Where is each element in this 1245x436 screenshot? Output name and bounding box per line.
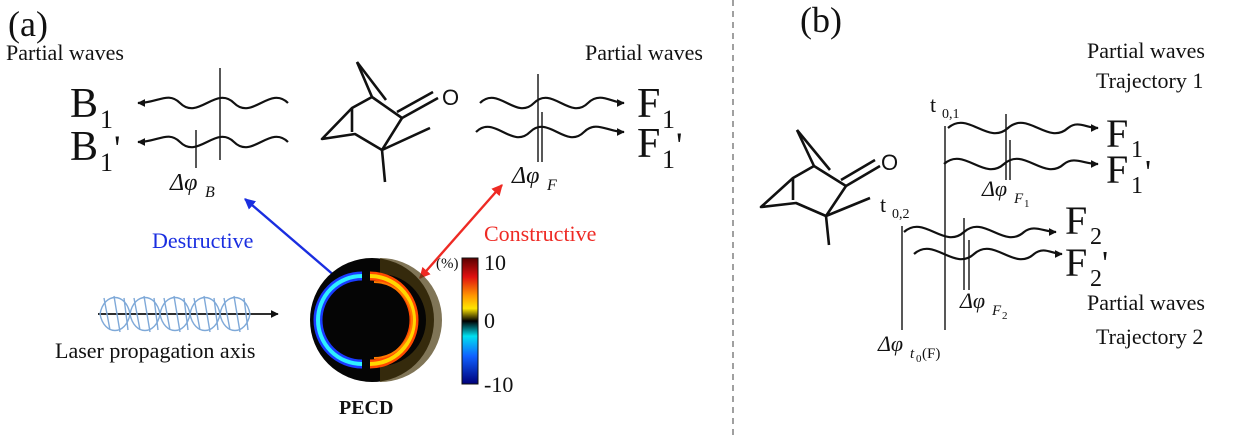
svg-text:F: F	[1106, 147, 1128, 192]
svg-text:1: 1	[100, 105, 113, 134]
colorbar-unit: (%)	[436, 256, 459, 272]
partial-waves-left-label: Partial waves	[6, 40, 124, 65]
molecule-camphor-b: O	[759, 129, 898, 246]
colorbar-tick-max: 10	[484, 250, 506, 275]
svg-text:t: t	[910, 346, 915, 362]
svg-text:1: 1	[1131, 173, 1143, 199]
colorbar-tick-zero: 0	[484, 308, 495, 333]
svg-text:': '	[1102, 245, 1108, 282]
svg-text:0: 0	[916, 353, 922, 365]
colorbar	[461, 257, 479, 385]
svg-text:F: F	[1065, 198, 1087, 243]
svg-text:t: t	[930, 92, 936, 117]
svg-text:1: 1	[1131, 137, 1143, 163]
wave-label-f1: F 1	[637, 81, 675, 134]
label-b-f2: F 2	[1065, 198, 1102, 250]
panel-a-label: (a)	[8, 4, 48, 44]
constructive-label: Constructive	[484, 221, 596, 246]
pecd-image	[310, 258, 442, 382]
svg-text:Δφ: Δφ	[959, 288, 985, 313]
delta-phi-b-label: Δφ B	[169, 170, 215, 201]
svg-text:t: t	[880, 192, 886, 217]
label-b-f1-prime: F 1 '	[1106, 147, 1151, 199]
pecd-label: PECD	[339, 397, 393, 419]
destructive-arrow	[244, 198, 344, 284]
svg-text:': '	[676, 125, 683, 165]
svg-text:F: F	[1065, 240, 1087, 285]
colorbar-tick-min: -10	[484, 372, 513, 397]
svg-text:B: B	[70, 124, 98, 170]
svg-text:0,2: 0,2	[892, 207, 910, 222]
svg-text:2: 2	[1090, 266, 1102, 292]
wave-b-f2-prime	[913, 247, 1063, 261]
oxygen-atom-b: O	[881, 150, 898, 175]
svg-text:': '	[114, 128, 121, 168]
constructive-arrow	[419, 184, 503, 279]
wave-b-f1	[947, 121, 1099, 135]
wave-label-f1-prime: F 1 '	[637, 121, 683, 174]
delta-phi-f2-label: Δφ F 2	[959, 288, 1008, 322]
svg-text:F: F	[991, 303, 1002, 319]
svg-text:': '	[1145, 154, 1151, 191]
trajectory1-line2: Trajectory 1	[1096, 68, 1203, 93]
svg-text:1: 1	[662, 145, 675, 174]
destructive-label: Destructive	[152, 228, 253, 253]
trajectory2-line1: Partial waves	[1087, 290, 1205, 315]
svg-text:B: B	[70, 81, 98, 127]
svg-text:0,1: 0,1	[942, 107, 960, 122]
wave-f1	[479, 96, 625, 110]
svg-text:Δφ: Δφ	[511, 163, 539, 189]
svg-text:F: F	[637, 81, 660, 127]
t02-label: t 0,2	[880, 192, 910, 222]
svg-text:F: F	[1013, 191, 1024, 207]
trajectory2-line2: Trajectory 2	[1096, 324, 1203, 349]
wave-f1-prime	[475, 125, 625, 139]
delta-phi-f-label: Δφ F	[511, 163, 557, 194]
svg-text:B: B	[205, 184, 215, 201]
label-b-f2-prime: F 2 '	[1065, 240, 1108, 292]
wave-b-f1-prime	[943, 157, 1099, 171]
t01-label: t 0,1	[930, 92, 960, 122]
svg-text:Δφ: Δφ	[981, 176, 1007, 201]
svg-text:1: 1	[100, 148, 113, 177]
wave-label-b1-prime: B 1 '	[70, 124, 121, 177]
svg-text:F: F	[637, 121, 660, 167]
label-b-f1: F 1	[1106, 111, 1143, 163]
panel-b-label: (b)	[800, 0, 842, 40]
delta-phi-t0-label: Δφ t 0 (F)	[877, 331, 940, 365]
wave-b1	[137, 96, 289, 110]
svg-text:F: F	[546, 177, 557, 194]
oxygen-atom-a: O	[442, 85, 459, 110]
svg-text:2: 2	[1002, 310, 1008, 322]
wave-b1-prime	[137, 135, 289, 149]
laser-helix	[98, 295, 279, 333]
svg-text:1: 1	[1024, 198, 1030, 210]
svg-text:Δφ: Δφ	[877, 331, 903, 356]
molecule-camphor-a: O	[320, 61, 459, 183]
svg-text:F: F	[1106, 111, 1128, 156]
trajectory1-line1: Partial waves	[1087, 38, 1205, 63]
delta-phi-f1-label: Δφ F 1	[981, 176, 1030, 210]
wave-b-f2	[903, 225, 1057, 239]
partial-waves-right-label: Partial waves	[585, 40, 703, 65]
svg-text:Δφ: Δφ	[169, 170, 197, 196]
svg-text:(F): (F)	[922, 346, 940, 362]
wave-label-b1: B 1	[70, 81, 113, 134]
svg-text:2: 2	[1090, 224, 1102, 250]
laser-axis-label: Laser propagation axis	[55, 338, 255, 363]
svg-text:1: 1	[662, 105, 675, 134]
